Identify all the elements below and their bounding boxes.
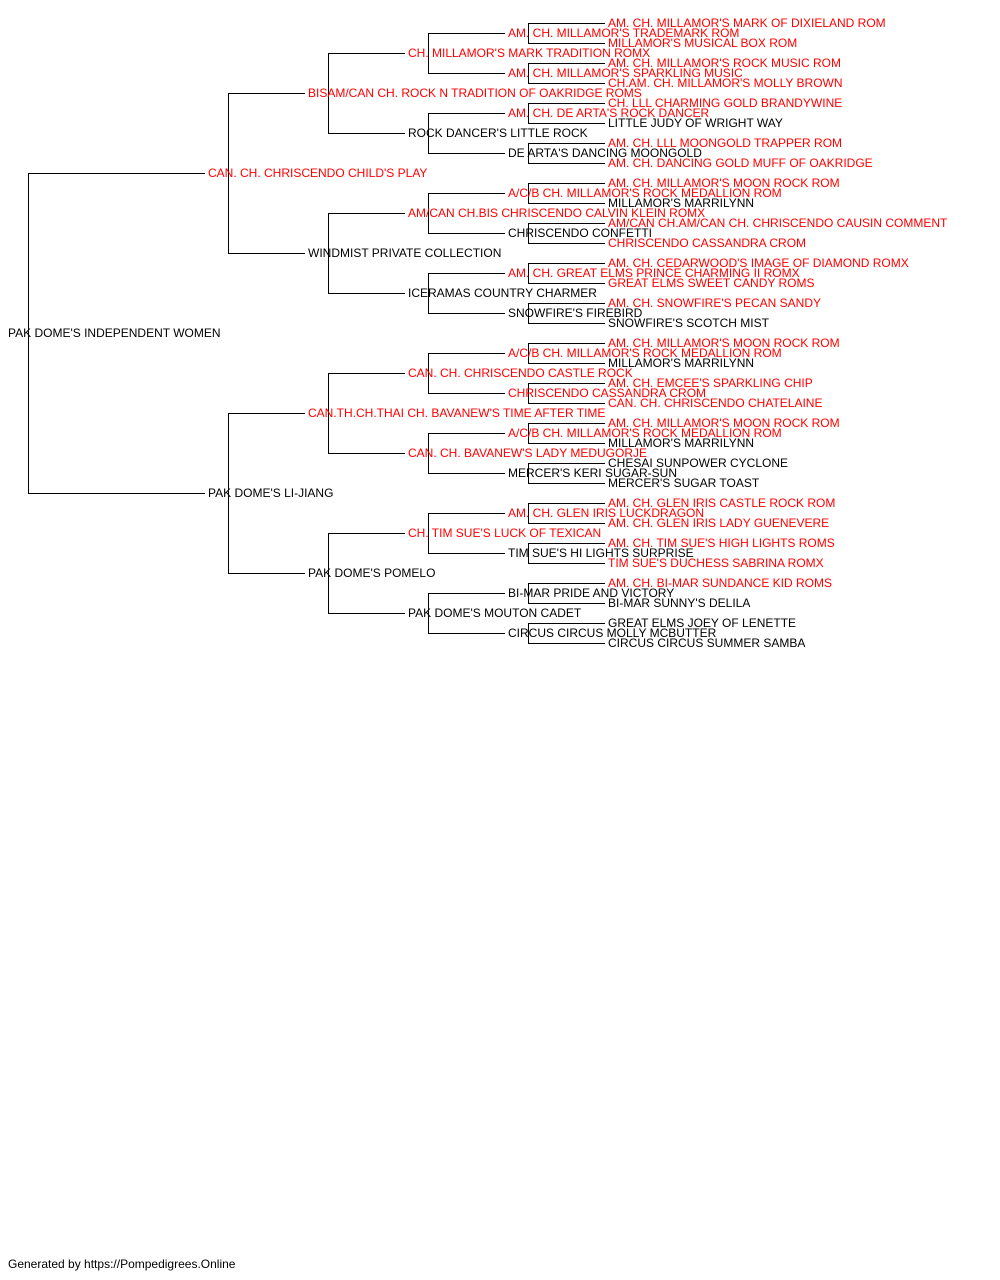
pedigree-name-gen5-sire: AM. CH. MILLAMOR'S ROCK MUSIC ROM bbox=[608, 56, 841, 70]
pedigree-name-gen5-sire: AM. CH. SNOWFIRE'S PECAN SANDY bbox=[608, 296, 821, 310]
pedigree-name-gen0-dog: PAK DOME'S INDEPENDENT WOMEN bbox=[8, 326, 221, 340]
pedigree-name-gen5-sire: AM. CH. TIM SUE'S HIGH LIGHTS ROMS bbox=[608, 536, 835, 550]
pedigree-name-gen4-sire: AM. CH. DE ARTA'S ROCK DANCER bbox=[508, 106, 710, 120]
pedigree-name-gen5-dam: BI-MAR SUNNY'S DELILA bbox=[608, 596, 751, 610]
pedigree-name-gen5-sire: AM. CH. CEDARWOOD'S IMAGE OF DIAMOND ROM… bbox=[608, 256, 909, 270]
pedigree-name-gen5-sire: AM. CH. GLEN IRIS CASTLE ROCK ROM bbox=[608, 496, 836, 510]
pedigree-name-gen4-sire: AM. CH. MILLAMOR'S TRADEMARK ROM bbox=[508, 26, 740, 40]
pedigree-name-gen4-sire: A/C/B CH. MILLAMOR'S ROCK MEDALLION ROM bbox=[508, 186, 782, 200]
pedigree-name-gen4-dam: CHRISCENDO CONFETTI bbox=[508, 226, 652, 240]
pedigree-name-gen4-dam: MERCER'S KERI SUGAR-SUN bbox=[508, 466, 677, 480]
pedigree-name-gen4-sire: AM. CH. GREAT ELMS PRINCE CHARMING II RO… bbox=[508, 266, 800, 280]
pedigree-name-gen3-sire: CH. MILLAMOR'S MARK TRADITION ROMX bbox=[408, 46, 651, 60]
pedigree-name-gen2-sire: CAN.TH.CH.THAI CH. BAVANEW'S TIME AFTER … bbox=[308, 406, 606, 420]
pedigree-name-gen5-dam: MILLAMOR'S MARRILYNN bbox=[608, 436, 755, 450]
pedigree-name-gen5-sire: GREAT ELMS JOEY OF LENETTE bbox=[608, 616, 797, 630]
pedigree-name-gen5-dam: TIM SUE'S DUCHESS SABRINA ROMX bbox=[608, 556, 824, 570]
pedigree-name-gen4-dam: DE ARTA'S DANCING MOONGOLD bbox=[508, 146, 702, 160]
pedigree-name-gen4-dam: SNOWFIRE'S FIREBIRD bbox=[508, 306, 643, 320]
pedigree-name-gen5-sire: AM/CAN CH.AM/CAN CH. CHRISCENDO CAUSIN C… bbox=[608, 216, 948, 230]
pedigree-name-gen4-dam: TIM SUE'S HI LIGHTS SURPRISE bbox=[508, 546, 694, 560]
pedigree-name-gen5-dam: CAN. CH. CHRISCENDO CHATELAINE bbox=[608, 396, 823, 410]
pedigree-name-gen4-dam: CIRCUS CIRCUS MOLLY MCBUTTER bbox=[508, 626, 717, 640]
pedigree-name-gen5-dam: MERCER'S SUGAR TOAST bbox=[608, 476, 760, 490]
pedigree-name-gen1-dam: PAK DOME'S LI-JIANG bbox=[208, 486, 334, 500]
pedigree-name-gen5-sire: CHESAI SUNPOWER CYCLONE bbox=[608, 456, 789, 470]
pedigree-name-gen5-sire: AM. CH. EMCEE'S SPARKLING CHIP bbox=[608, 376, 813, 390]
pedigree-name-gen5-dam: MILLAMOR'S MARRILYNN bbox=[608, 356, 755, 370]
footer-credit: Generated by https://Pompedigrees.Online bbox=[8, 1257, 236, 1271]
pedigree-name-gen5-dam: GREAT ELMS SWEET CANDY ROMS bbox=[608, 276, 815, 290]
pedigree-name-gen5-sire: AM. CH. MILLAMOR'S MARK OF DIXIELAND ROM bbox=[608, 16, 886, 30]
pedigree-name-gen5-dam: AM. CH. GLEN IRIS LADY GUENEVERE bbox=[608, 516, 830, 530]
pedigree-name-gen4-sire: AM. CH. GLEN IRIS LUCKDRAGON bbox=[508, 506, 705, 520]
pedigree-name-gen5-sire: CH. LLL CHARMING GOLD BRANDYWINE bbox=[608, 96, 843, 110]
pedigree-name-gen3-dam: ICERAMAS COUNTRY CHARMER bbox=[408, 286, 597, 300]
pedigree-name-gen4-sire: A/C/B CH. MILLAMOR'S ROCK MEDALLION ROM bbox=[508, 346, 782, 360]
pedigree-name-gen5-dam: MILLAMOR'S MUSICAL BOX ROM bbox=[608, 36, 798, 50]
pedigree-name-gen5-sire: AM. CH. BI-MAR SUNDANCE KID ROMS bbox=[608, 576, 833, 590]
pedigree-name-gen5-sire: AM. CH. MILLAMOR'S MOON ROCK ROM bbox=[608, 176, 840, 190]
pedigree-name-gen5-sire: AM. CH. MILLAMOR'S MOON ROCK ROM bbox=[608, 416, 840, 430]
pedigree-name-gen3-dam: CAN. CH. BAVANEW'S LADY MEDUGORJE bbox=[408, 446, 647, 460]
pedigree-name-gen5-sire: AM. CH. MILLAMOR'S MOON ROCK ROM bbox=[608, 336, 840, 350]
pedigree-name-gen3-dam: ROCK DANCER'S LITTLE ROCK bbox=[408, 126, 588, 140]
pedigree-name-gen5-dam: LITTLE JUDY OF WRIGHT WAY bbox=[608, 116, 783, 130]
pedigree-name-gen2-dam: WINDMIST PRIVATE COLLECTION bbox=[308, 246, 502, 260]
pedigree-name-gen2-dam: PAK DOME'S POMELO bbox=[308, 566, 436, 580]
pedigree-name-gen5-sire: AM. CH. LLL MOONGOLD TRAPPER ROM bbox=[608, 136, 843, 150]
pedigree-name-gen5-dam: CH.AM. CH. MILLAMOR'S MOLLY BROWN bbox=[608, 76, 843, 90]
pedigree-name-gen5-dam: CHRISCENDO CASSANDRA CROM bbox=[608, 236, 807, 250]
pedigree-name-gen3-sire: CH. TIM SUE'S LUCK OF TEXICAN bbox=[408, 526, 602, 540]
pedigree-name-gen3-dam: PAK DOME'S MOUTON CADET bbox=[408, 606, 582, 620]
pedigree-name-gen3-sire: CAN. CH. CHRISCENDO CASTLE ROCK bbox=[408, 366, 633, 380]
pedigree-name-gen3-sire: AM/CAN CH.BIS CHRISCENDO CALVIN KLEIN RO… bbox=[408, 206, 706, 220]
pedigree-name-gen2-sire: BISAM/CAN CH. ROCK N TRADITION OF OAKRID… bbox=[308, 86, 642, 100]
pedigree-name-gen5-dam: SNOWFIRE'S SCOTCH MIST bbox=[608, 316, 769, 330]
pedigree-name-gen1-sire: CAN. CH. CHRISCENDO CHILD'S PLAY bbox=[208, 166, 428, 180]
pedigree-name-gen5-dam: AM. CH. DANCING GOLD MUFF OF OAKRIDGE bbox=[608, 156, 873, 170]
pedigree-name-gen4-sire: A/C/B CH. MILLAMOR'S ROCK MEDALLION ROM bbox=[508, 426, 782, 440]
pedigree-name-gen5-dam: MILLAMOR'S MARRILYNN bbox=[608, 196, 755, 210]
pedigree-name-gen4-dam: CHRISCENDO CASSANDRA CROM bbox=[508, 386, 707, 400]
pedigree-name-gen4-dam: AM. CH. MILLAMOR'S SPARKLING MUSIC bbox=[508, 66, 743, 80]
pedigree-name-gen4-sire: BI-MAR PRIDE AND VICTORY bbox=[508, 586, 675, 600]
pedigree-name-gen5-dam: CIRCUS CIRCUS SUMMER SAMBA bbox=[608, 636, 806, 650]
